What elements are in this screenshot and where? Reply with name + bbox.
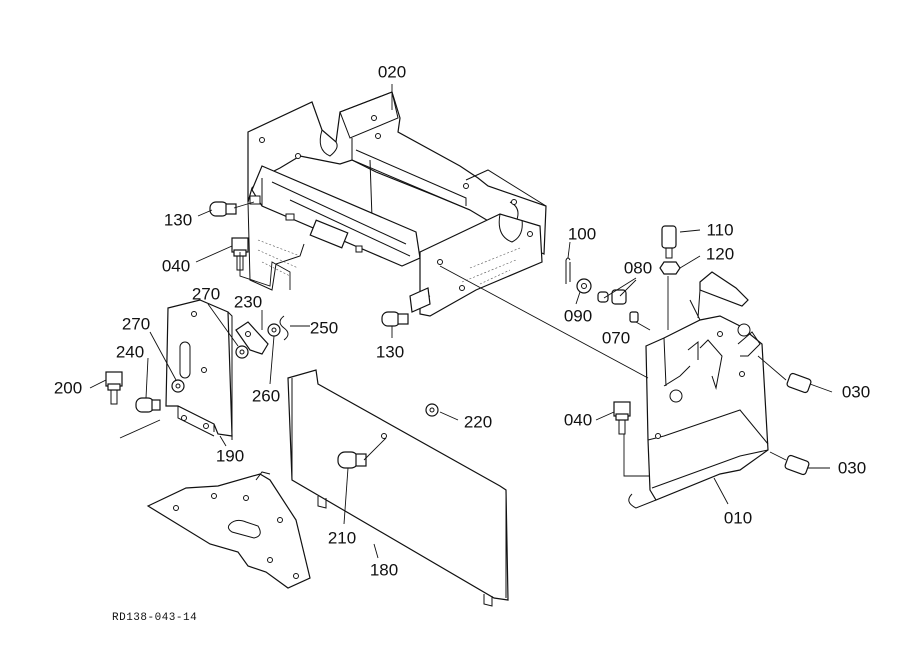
part-020-main-frame xyxy=(247,91,547,317)
callout-270-upper: 270 xyxy=(191,284,221,304)
callout-090: 090 xyxy=(563,306,593,326)
callout-230: 230 xyxy=(233,292,263,312)
callout-130-upper: 130 xyxy=(163,210,193,230)
callout-030-lower: 030 xyxy=(837,458,867,478)
callout-040-right: 040 xyxy=(563,410,593,430)
callout-250: 250 xyxy=(309,318,339,338)
part-180-panel xyxy=(287,369,509,607)
callout-030-upper: 030 xyxy=(841,382,871,402)
callout-040-left: 040 xyxy=(161,256,191,276)
part-190-left-plate xyxy=(165,299,233,440)
hardware xyxy=(105,201,812,476)
callout-180: 180 xyxy=(369,560,399,580)
part-010-right-bracket xyxy=(628,271,769,509)
callout-270-lower: 270 xyxy=(121,314,151,334)
callout-080: 080 xyxy=(623,258,653,278)
drawing-code: RD138-043-14 xyxy=(112,612,198,624)
callout-220: 220 xyxy=(463,412,493,432)
part-base-plate xyxy=(146,471,311,589)
callout-020: 020 xyxy=(377,62,407,82)
callout-130-lower: 130 xyxy=(375,342,405,362)
callout-210: 210 xyxy=(327,528,357,548)
callout-260: 260 xyxy=(251,386,281,406)
callout-120: 120 xyxy=(705,244,735,264)
callout-110: 110 xyxy=(706,220,734,240)
leader-lines xyxy=(89,84,833,559)
callout-240: 240 xyxy=(115,342,145,362)
callout-010: 010 xyxy=(723,508,753,528)
callout-070: 070 xyxy=(601,328,631,348)
callout-100: 100 xyxy=(567,224,597,244)
callout-190: 190 xyxy=(215,446,245,466)
callout-200: 200 xyxy=(53,378,83,398)
